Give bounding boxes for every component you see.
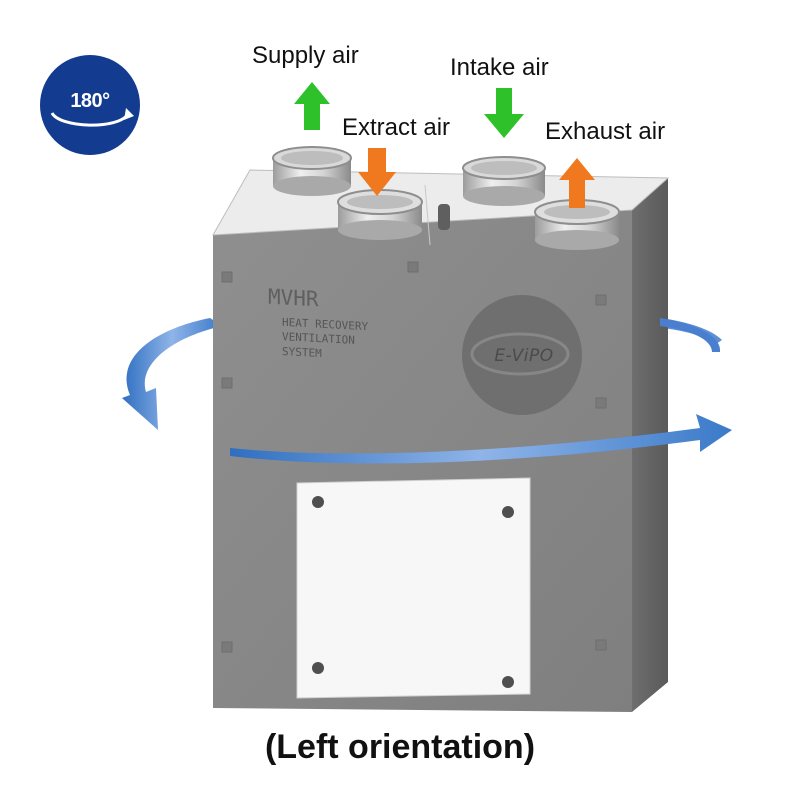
supply-air-arrow	[294, 82, 330, 130]
rotation-badge	[40, 55, 140, 155]
exhaust-air-arrow	[559, 158, 595, 208]
rotation-badge-label: 180°	[70, 90, 110, 112]
intake-air-arrow	[484, 88, 524, 138]
intake-air-label: Intake air	[450, 54, 549, 81]
brand-disk	[462, 295, 582, 415]
orientation-caption: (Left orientation)	[264, 728, 536, 766]
duct-extract	[337, 189, 423, 240]
extract-air-label: Extract air	[342, 114, 451, 141]
duct-exhaust	[534, 199, 620, 250]
brand-logo: E-ViPO	[494, 346, 554, 366]
supply-air-label: Supply air	[252, 42, 359, 69]
rotation-arrow-side	[660, 318, 721, 352]
rotate-360-icon	[50, 112, 130, 127]
condensate-drain	[438, 204, 450, 230]
exhaust-air-label: Exhaust air	[545, 118, 666, 145]
duct-intake	[462, 156, 546, 206]
duct-supply	[272, 146, 352, 196]
unit-description-line-3: SYSTEM	[282, 344, 322, 361]
unit-title: MVHR	[268, 284, 319, 312]
rotation-arrow-back	[122, 318, 222, 430]
access-panel-screws	[312, 496, 514, 688]
rotation-arrow-front	[230, 414, 732, 464]
front-rivets	[221, 261, 607, 653]
access-panel	[296, 477, 531, 699]
extract-air-arrow	[358, 148, 396, 196]
